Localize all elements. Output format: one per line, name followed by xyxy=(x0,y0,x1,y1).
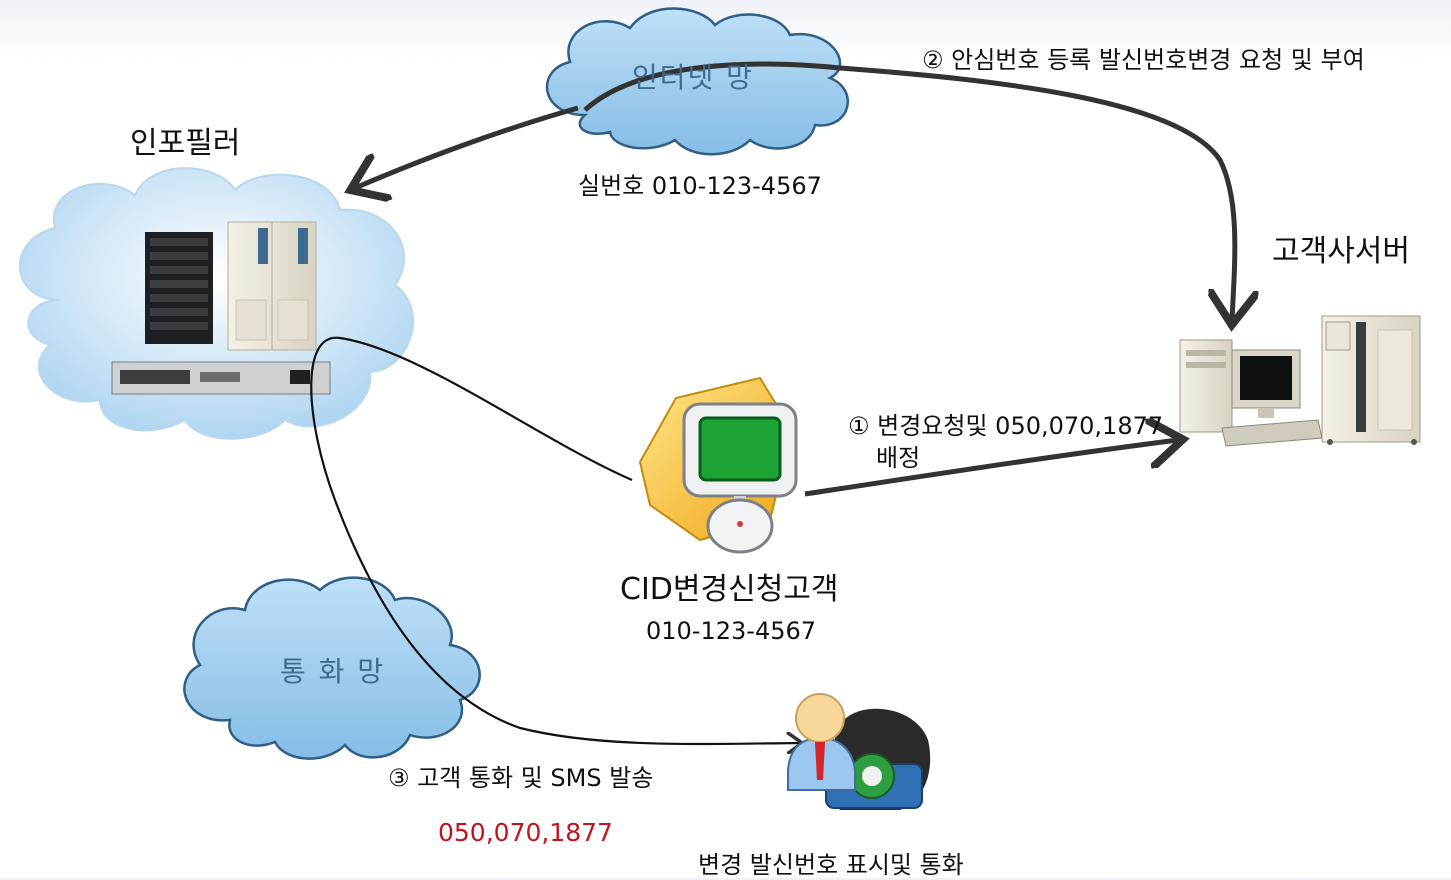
customer-server-label: 고객사서버 xyxy=(1272,234,1410,269)
network-switch-icon xyxy=(111,361,331,395)
monitor-icon xyxy=(638,376,798,554)
step3-label: ③ 고객 통화 및 SMS 발송 xyxy=(388,764,654,792)
call-network-cloud xyxy=(183,576,481,760)
cid-customer-number: 010-123-4567 xyxy=(646,617,817,645)
arrow-customer-to-server xyxy=(804,440,1178,497)
infofilter-label: 인포필러 xyxy=(130,126,241,161)
real-number-label: 실번호 010-123-4567 xyxy=(578,172,822,200)
assigned-numbers-label: 050,070,1877 xyxy=(438,818,613,847)
display-call-label: 변경 발신번호 표시및 통화 xyxy=(698,851,964,879)
step1-label-line2: 배정 xyxy=(876,444,921,472)
server-tower-icon xyxy=(227,221,317,351)
line-customer-to-infofilter xyxy=(310,336,800,744)
call-cloud-label: 통 화 망 xyxy=(280,655,386,688)
cid-customer-label: CID변경신청고객 xyxy=(620,572,839,607)
step2-label: ② 안심번호 등록 발신번호변경 요청 및 부여 xyxy=(922,46,1365,74)
arrow-internet-to-server xyxy=(583,61,1235,320)
desktop-pc-icon xyxy=(1179,339,1323,447)
server-tower-2-icon xyxy=(1321,315,1421,445)
infofilter-cloud xyxy=(18,167,414,440)
internet-cloud-label: 인터넷 망 xyxy=(632,61,754,94)
person-phone-icon xyxy=(787,693,931,810)
step1-label: ① 변경요청및 050,070,1877 xyxy=(848,412,1164,440)
arrow-internet-to-infofilter xyxy=(355,105,579,188)
server-rack-icon xyxy=(145,232,213,344)
